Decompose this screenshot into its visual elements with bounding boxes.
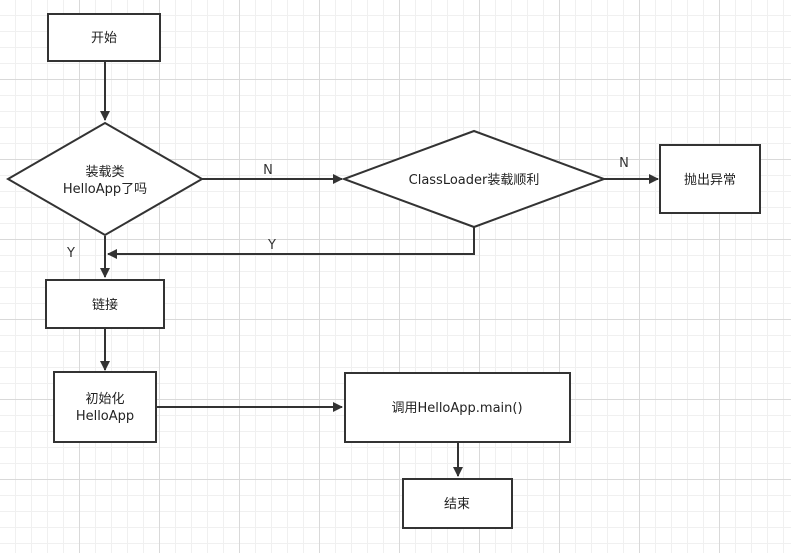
node-decision-classloader: ClassLoader装载顺利 (341, 129, 607, 229)
node-link: 链接 (45, 279, 165, 329)
node-init-line2: HelloApp (76, 409, 134, 424)
node-end-label: 结束 (444, 497, 470, 512)
node-init-line1: 初始化 (85, 392, 124, 407)
node-call-main: 调用HelloApp.main() (344, 372, 571, 443)
node-throw-exception: 抛出异常 (659, 144, 761, 214)
node-init: 初始化 HelloApp (53, 371, 157, 443)
node-start: 开始 (47, 13, 161, 62)
node-decision-loaded: 装载类 HelloApp了吗 (5, 121, 205, 237)
node-decision-loaded-line1: 装载类 (85, 165, 124, 180)
node-throw-exception-label: 抛出异常 (684, 173, 736, 188)
edge-label-classloader-no: N (619, 156, 629, 171)
edge-label-loaded-yes: Y (66, 246, 75, 261)
node-call-main-label: 调用HelloApp.main() (391, 401, 522, 416)
node-end: 结束 (402, 478, 513, 529)
node-link-label: 链接 (92, 297, 118, 313)
edge-classloader-yes-to-link (107, 227, 475, 259)
node-decision-classloader-label: ClassLoader装载顺利 (409, 173, 540, 188)
node-decision-loaded-line2: HelloApp了吗 (63, 182, 147, 197)
edge-label-loaded-no: N (263, 163, 273, 178)
node-start-label: 开始 (91, 31, 117, 46)
edge-label-classloader-yes: Y (267, 238, 276, 253)
